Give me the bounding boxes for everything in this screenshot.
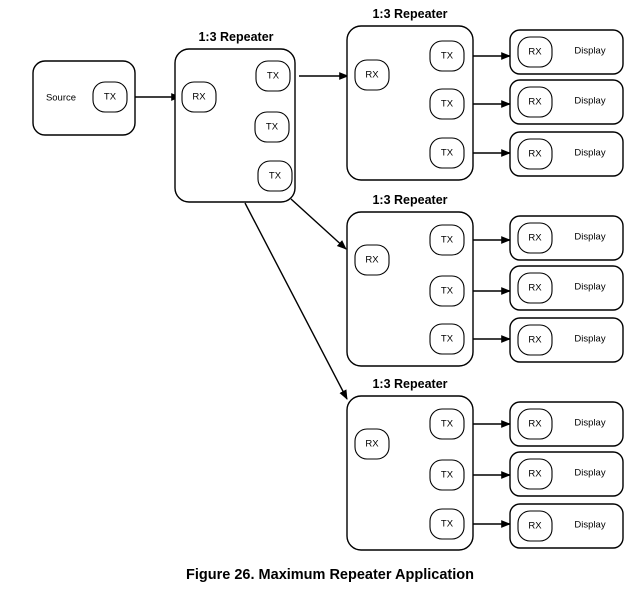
repeater-1-rx-node-label: RX	[365, 70, 379, 81]
repeater-1-tx3-node	[429, 137, 465, 169]
repeater-main-tx2-node	[254, 111, 290, 143]
repeater-2-title: 1:3 Repeater	[372, 193, 447, 207]
repeater-3-tx2-node	[429, 459, 465, 491]
repeater-main-tx2-node-label: TX	[266, 122, 279, 133]
arrow-feed-repeater-3	[244, 202, 348, 400]
repeater-1-tx2-node-label: TX	[441, 99, 454, 110]
arrow-feed-repeater-2	[290, 198, 347, 250]
repeater-main-tx1-node	[255, 60, 291, 92]
repeater-3-tx2-node-label: TX	[441, 470, 454, 481]
display-1-3-rx-node	[517, 138, 553, 170]
display-1-3-rx-node-label: RX	[528, 149, 542, 160]
display-2-1-label: Display	[574, 232, 605, 243]
repeater-2-tx3-node	[429, 323, 465, 355]
display-2-2-rx-node-label: RX	[528, 283, 542, 294]
repeater-main-tx3-node	[257, 160, 293, 192]
repeater-3-tx3-node	[429, 508, 465, 540]
repeater-1-tx3-node-label: TX	[441, 148, 454, 159]
repeater-3-tx1-node-label: TX	[441, 419, 454, 430]
repeater-main-tx3-node-label: TX	[269, 171, 282, 182]
repeater-main-tx1-node-label: TX	[267, 71, 280, 82]
repeater-3-rx-node	[354, 428, 390, 460]
display-3-1-rx-node-label: RX	[528, 419, 542, 430]
repeater-3-rx-node-label: RX	[365, 439, 379, 450]
repeater-2-tx2-node-label: TX	[441, 286, 454, 297]
display-1-3-label: Display	[574, 148, 605, 159]
repeater-1-tx1-node	[429, 40, 465, 72]
display-2-1-rx-node	[517, 222, 553, 254]
repeater-2-tx1-node	[429, 224, 465, 256]
display-2-3-rx-node-label: RX	[528, 335, 542, 346]
port-nodes	[92, 36, 553, 542]
display-1-2-label: Display	[574, 96, 605, 107]
display-3-3-label: Display	[574, 520, 605, 531]
repeater-2-tx3-node-label: TX	[441, 334, 454, 345]
repeater-2-rx-node-label: RX	[365, 255, 379, 266]
source-box	[32, 60, 136, 136]
display-3-2-label: Display	[574, 468, 605, 479]
display-3-3-rx-node-label: RX	[528, 521, 542, 532]
repeater-main-rx-node	[181, 81, 217, 113]
display-2-2-label: Display	[574, 282, 605, 293]
repeater-1-rx-node	[354, 59, 390, 91]
display-3-2-rx-node	[517, 458, 553, 490]
repeater-1-title: 1:3 Repeater	[372, 7, 447, 21]
source-tx-node	[92, 81, 128, 113]
display-1-2-rx-node	[517, 86, 553, 118]
repeater-3-tx3-node-label: TX	[441, 519, 454, 530]
display-1-2-rx-node-label: RX	[528, 97, 542, 108]
repeater-3-title: 1:3 Repeater	[372, 377, 447, 391]
display-2-3-label: Display	[574, 334, 605, 345]
repeater-1-tx1-node-label: TX	[441, 51, 454, 62]
display-2-3-rx-node	[517, 324, 553, 356]
figure-caption: Figure 26. Maximum Repeater Application	[186, 567, 474, 583]
display-1-1-rx-node	[517, 36, 553, 68]
display-3-2-rx-node-label: RX	[528, 469, 542, 480]
display-1-1-rx-node-label: RX	[528, 47, 542, 58]
repeater-main-title: 1:3 Repeater	[198, 30, 273, 44]
display-2-1-rx-node-label: RX	[528, 233, 542, 244]
repeater-3-tx1-node	[429, 408, 465, 440]
source-label: Source	[46, 93, 76, 104]
repeater-2-tx1-node-label: TX	[441, 235, 454, 246]
repeater-main-rx-node-label: RX	[192, 92, 206, 103]
repeater-2-tx2-node	[429, 275, 465, 307]
display-3-3-rx-node	[517, 510, 553, 542]
source-tx-node-label: TX	[104, 92, 117, 103]
repeater-2-rx-node	[354, 244, 390, 276]
display-3-1-label: Display	[574, 418, 605, 429]
display-1-1-label: Display	[574, 46, 605, 57]
display-3-1-rx-node	[517, 408, 553, 440]
display-2-2-rx-node	[517, 272, 553, 304]
repeater-1-tx2-node	[429, 88, 465, 120]
